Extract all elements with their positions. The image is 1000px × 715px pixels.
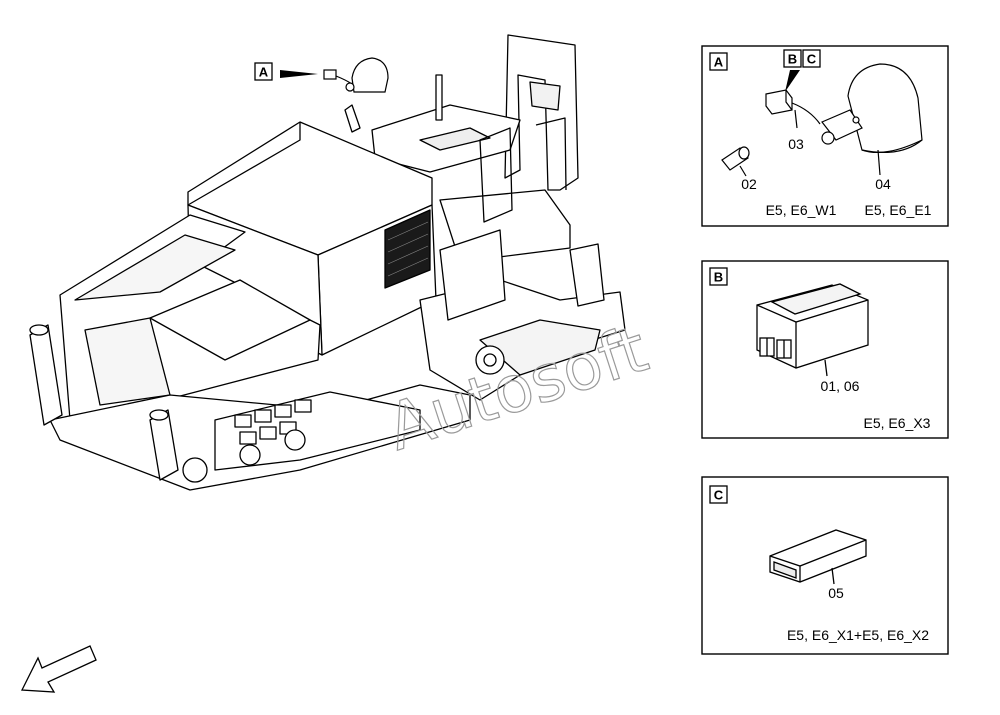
main-callout-a: A xyxy=(254,62,318,81)
panel-b-tag: B xyxy=(714,270,723,285)
machine-drawing xyxy=(29,34,626,491)
panel-c-tag: C xyxy=(714,488,724,503)
detail-panel-a: A B C 03 02 04 E5, E6_ xyxy=(701,45,949,227)
main-callout-a-label: A xyxy=(259,65,269,80)
panel-c-ref: E5, E6_X1+E5, E6_X2 xyxy=(787,627,929,643)
connector-icon xyxy=(765,89,821,129)
panel-a-subtag-b: B xyxy=(788,52,797,67)
panel-b-ref: E5, E6_X3 xyxy=(864,415,931,431)
housing-connector-icon xyxy=(756,283,869,377)
panel-a-part-04: 04 xyxy=(875,176,891,192)
flat-connector-icon xyxy=(769,529,867,585)
panel-b-part: 01, 06 xyxy=(821,378,860,394)
panel-a-pointer-icon xyxy=(785,70,800,92)
panel-a-tag: A xyxy=(714,55,724,70)
detail-panel-c: C 05 E5, E6_X1+E5, E6_X2 xyxy=(701,476,949,655)
panel-a-ref-e1: E5, E6_E1 xyxy=(865,202,932,218)
panel-a-part-03: 03 xyxy=(788,136,804,152)
panel-a-part-02: 02 xyxy=(741,176,757,192)
lamp-icon xyxy=(821,63,923,176)
lamp-detail-small xyxy=(323,57,389,93)
panel-c-part: 05 xyxy=(828,585,844,601)
direction-arrow-icon xyxy=(20,645,97,693)
panel-a-ref-w1: E5, E6_W1 xyxy=(766,202,837,218)
detail-panel-b: B 01, 06 E5, E6_X3 xyxy=(701,260,949,439)
panel-a-subtag-c: C xyxy=(807,52,817,67)
pin-icon xyxy=(721,146,750,177)
callout-pointer-icon xyxy=(280,70,318,78)
